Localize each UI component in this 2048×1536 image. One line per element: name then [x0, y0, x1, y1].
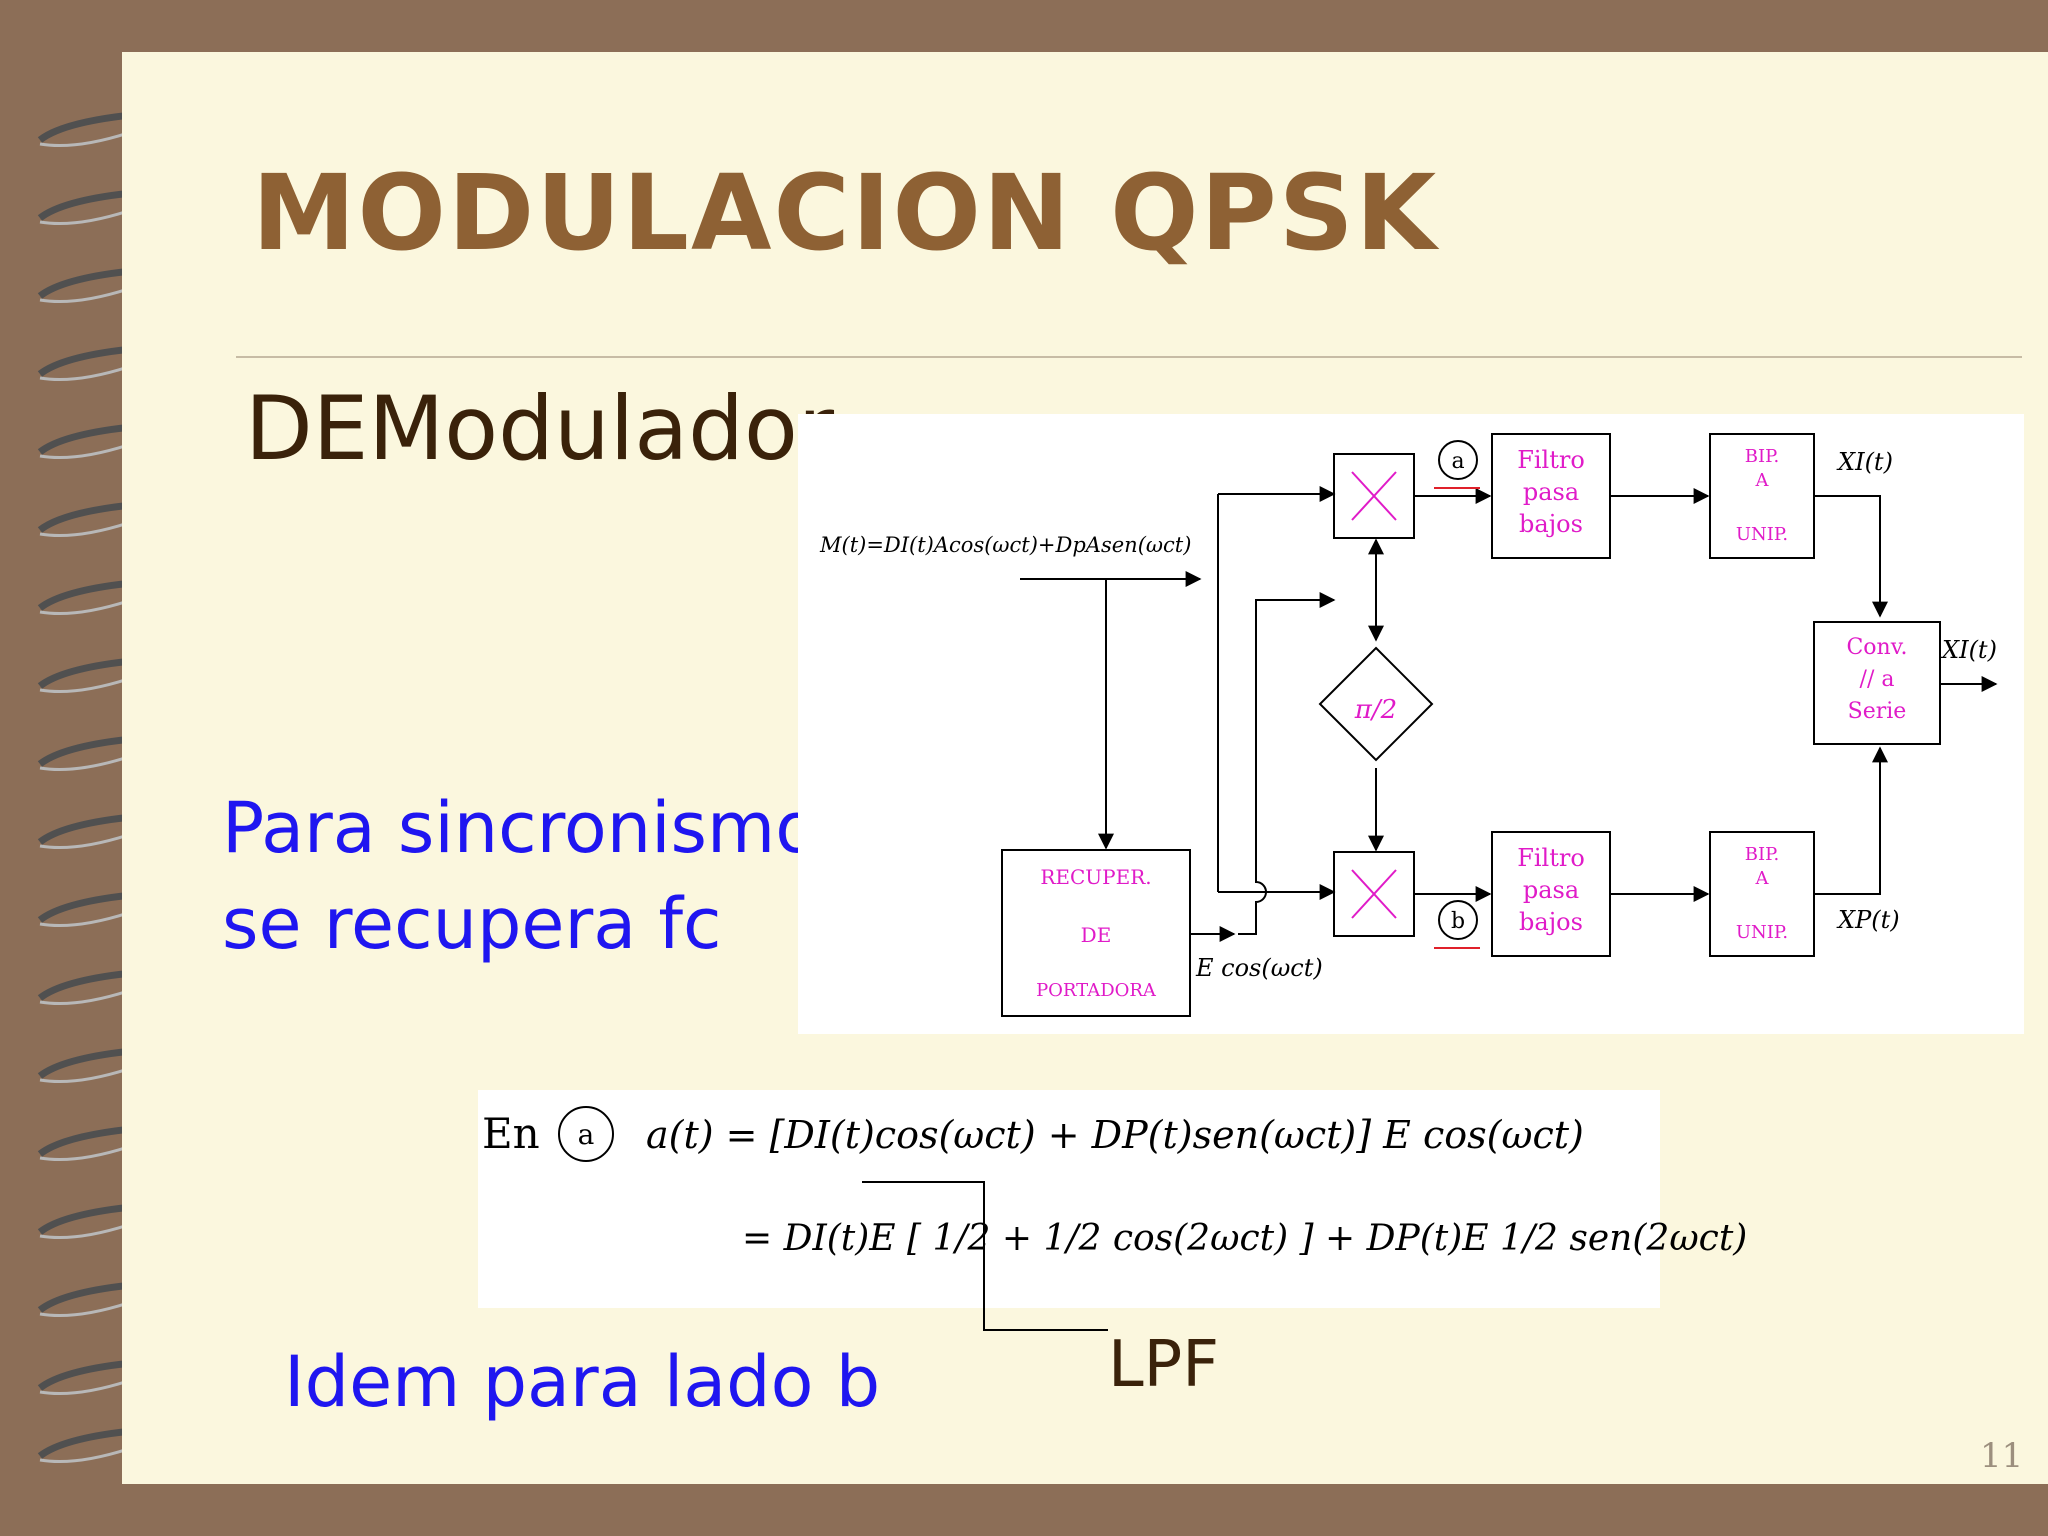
converter-line-1: Conv.: [1846, 635, 1907, 660]
page-number: 11: [1980, 1436, 2024, 1476]
recovery-line-2: DE: [1081, 923, 1112, 947]
node-a-marker: [1438, 440, 1478, 480]
bip-bottom-line-1: BIP.: [1745, 844, 1780, 865]
converter-line-3: Serie: [1848, 699, 1907, 724]
formula-node-marker: [558, 1106, 614, 1162]
bip-top-line-2: A: [1755, 470, 1770, 491]
idem-note: Idem para lado b: [284, 1341, 881, 1423]
sync-note: Para sincronismo se recupera fc: [222, 780, 818, 972]
carrier-signal-label: E cos(ωct): [1195, 954, 1323, 982]
slide-title: MODULACION QPSK: [252, 152, 1439, 274]
sync-note-line-2: se recupera fc: [222, 883, 722, 965]
formula-block: En a a(t) = [DI(t)cos(ωct) + DP(t)sen(ωc…: [478, 1090, 1747, 1308]
node-a-label: a: [1451, 449, 1464, 474]
bip-bottom-line-2: A: [1755, 868, 1770, 889]
phase-shifter: [1318, 646, 1434, 762]
lpf-bracket: [862, 1181, 1108, 1331]
bip-top-to-converter: [1814, 495, 1888, 618]
filter-top-line-3: bajos: [1519, 510, 1583, 538]
node-b-label: b: [1451, 909, 1465, 934]
recovery-line-1: RECUPER.: [1040, 865, 1151, 889]
output-final-label: XI(t): [1940, 636, 1997, 664]
bip-top-line-1: BIP.: [1745, 446, 1780, 467]
output-top-label: XI(t): [1836, 448, 1893, 476]
bip-bottom-to-converter: [1814, 746, 1888, 895]
output-bottom-label: XP(t): [1836, 906, 1900, 934]
lpf-label: LPF: [1108, 1328, 1220, 1402]
filter-bottom-line-3: bajos: [1519, 908, 1583, 936]
converter-line-2: // a: [1860, 667, 1895, 692]
filter-top-line-1: Filtro: [1517, 446, 1585, 474]
phase-shift-label: π/2: [1354, 695, 1397, 725]
filter-bottom-line-1: Filtro: [1517, 844, 1585, 872]
bip-bottom-line-3: UNIP.: [1736, 922, 1788, 943]
formula-line-2: = DI(t)E [ 1/2 + 1/2 cos(2ωct) ] + DP(t)…: [742, 1218, 1747, 1259]
carrier-path: [1238, 592, 1336, 935]
formula-line-1: a(t) = [DI(t)cos(ωct) + DP(t)sen(ωct)] E…: [646, 1113, 1584, 1157]
node-b-marker: [1438, 900, 1478, 940]
filter-top-line-2: pasa: [1523, 478, 1579, 506]
demodulator-diagram: π/2 a b Filtro pasa bajos Filtro pasa ba…: [798, 414, 2024, 1034]
subtitle: DEModulador: [245, 377, 835, 480]
filter-bottom-line-2: pasa: [1523, 876, 1579, 904]
diagram-canvas: π/2 a b Filtro pasa bajos Filtro pasa ba…: [819, 433, 1998, 1017]
bip-top-line-3: UNIP.: [1736, 524, 1788, 545]
sync-note-line-1: Para sincronismo: [222, 787, 819, 869]
carrier-recovery-block: [1001, 849, 1191, 1017]
formula-canvas: En a a(t) = [DI(t)cos(ωct) + DP(t)sen(ωc…: [482, 1106, 1747, 1259]
formula-node-label: a: [578, 1118, 595, 1151]
formula-prefix: En: [482, 1109, 540, 1158]
recovery-line-3: PORTADORA: [1036, 980, 1157, 1001]
title-divider: [236, 356, 2022, 358]
input-signal-label: M(t)=DI(t)Acos(ωct)+DpAsen(ωct): [819, 533, 1191, 557]
